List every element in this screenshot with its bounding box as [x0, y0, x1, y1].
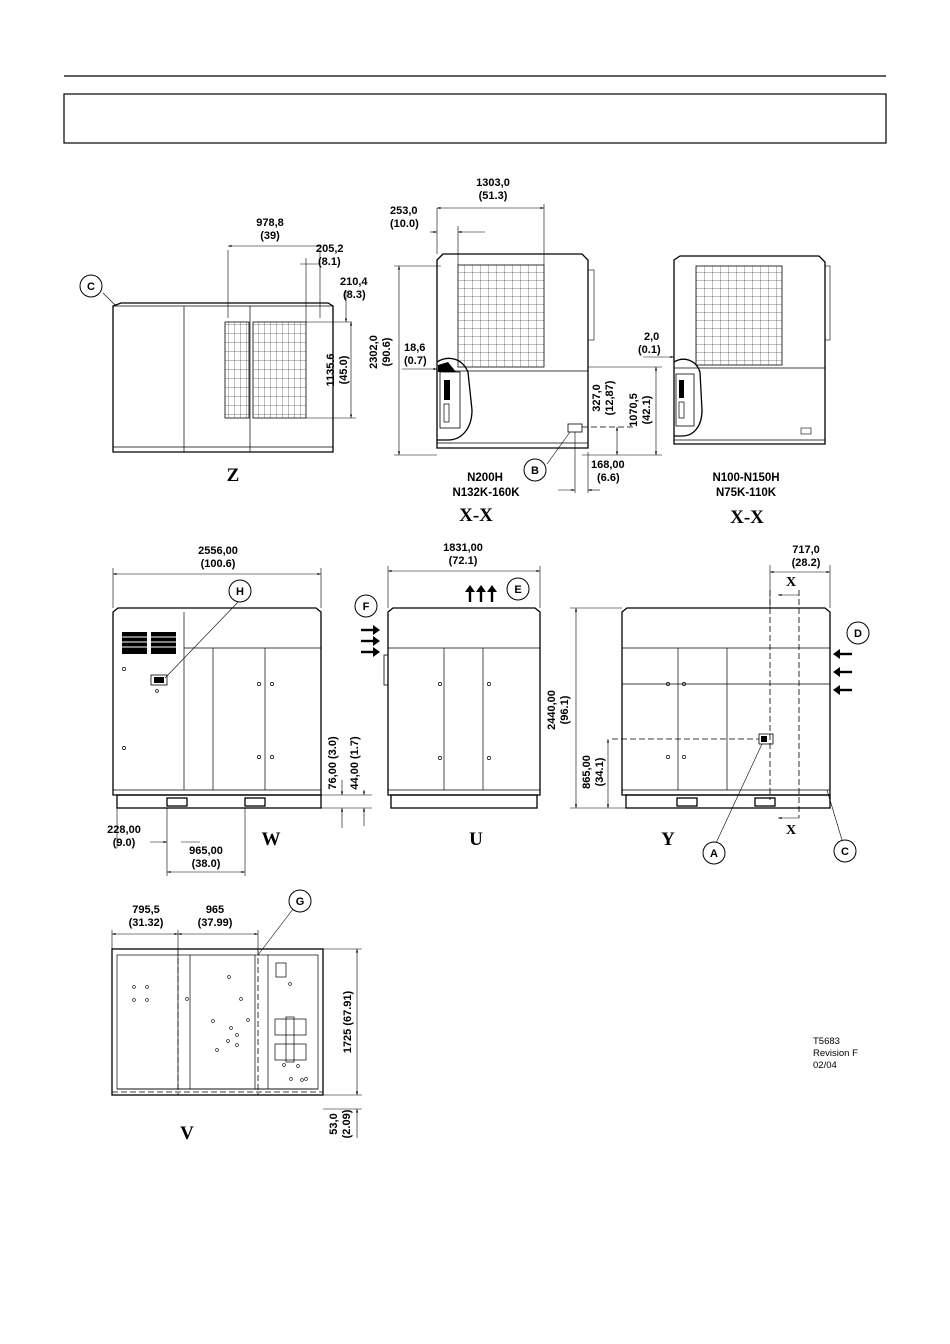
callout-a: A — [702, 841, 726, 865]
z-d1-label: 205,2 — [316, 243, 344, 255]
xx-height-inch-label: (90.6) — [381, 337, 393, 366]
y-h2-label: 865,00 — [581, 755, 593, 789]
xx-b3-label: 168,00 — [591, 459, 625, 471]
callout-h: H — [228, 579, 252, 603]
xx-width-label: 1303,0 — [476, 177, 510, 189]
xx-d-inch-label: (0.7) — [404, 355, 427, 367]
v-w2-label: 965 — [206, 904, 224, 916]
model-right-line2: N75K-110K — [716, 487, 777, 499]
v-w1-label: 795,5 — [132, 904, 160, 916]
v-height-label: 1725 (67.91) — [342, 990, 354, 1053]
v-w1-inch-label: (31.32) — [129, 917, 164, 929]
model-left-line2: N132K-160K — [452, 487, 520, 499]
svg-text:A: A — [710, 848, 718, 860]
note-date: 02/04 — [813, 1060, 837, 1071]
section-mark-top: X — [786, 575, 796, 590]
z-width-inch-label: (39) — [260, 230, 280, 242]
v-h2-label: 53,0 — [328, 1113, 340, 1134]
header-box — [63, 93, 887, 144]
callout-f: F — [354, 594, 378, 618]
view-v: 795,5 (31.32) 965 (37.99) 1725 (67.91) 5… — [111, 904, 362, 1144]
z-d1-inch-label: (8.1) — [318, 256, 341, 268]
svg-text:G: G — [296, 896, 305, 908]
view-z: 978,8 (39) 205,2 (8.1) 210,4 (8.3) 1135.… — [102, 217, 368, 486]
svg-text:E: E — [514, 584, 521, 596]
w-d1-label: 228,00 — [107, 824, 141, 836]
xx-offset-label: 253,0 — [390, 205, 418, 217]
callout-c-top: C — [79, 274, 103, 298]
xx-b2-inch-label: (42.1) — [641, 395, 653, 424]
view-w: 2556,00 (100.6) 76,00 (3.0) 44,00 (1.7) … — [107, 545, 372, 876]
xx-width-inch-label: (51.3) — [479, 190, 508, 202]
section-mark-bottom: X — [786, 823, 796, 838]
note-drawing-number: T5683 — [813, 1036, 840, 1047]
z-width-label: 978,8 — [256, 217, 284, 229]
view-label-xx-right: X-X — [730, 507, 764, 528]
xx-b3-inch-label: (6.6) — [597, 472, 620, 484]
v-h2-inch-label: (2.09) — [341, 1109, 353, 1138]
view-label-xx-left: X-X — [459, 505, 493, 526]
view-label-w: W — [262, 829, 281, 850]
xx-b1-label: 327,0 — [591, 384, 603, 412]
callout-b: B — [523, 458, 547, 482]
w-h2-label: 44,00 (1.7) — [349, 736, 361, 790]
revision-note: T5683 Revision F 02/04 — [813, 1036, 858, 1071]
callout-g: G — [288, 889, 312, 913]
view-label-y: Y — [661, 829, 675, 850]
w-d1-inch-label: (9.0) — [113, 837, 136, 849]
y-height-label: 2440,00 — [546, 690, 558, 730]
z-d2-inch-label: (8.3) — [343, 289, 366, 301]
z-height-inch-label: (45.0) — [338, 355, 350, 384]
model-left-line1: N200H — [467, 472, 503, 484]
w-width-label: 2556,00 — [198, 545, 238, 557]
note-revision: Revision F — [813, 1048, 858, 1059]
y-width-inch-label: (28.2) — [792, 557, 821, 569]
callout-d: D — [846, 621, 870, 645]
y-h2-inch-label: (34.1) — [594, 757, 606, 786]
v-w2-inch-label: (37.99) — [198, 917, 233, 929]
u-width-inch-label: (72.1) — [449, 555, 478, 567]
xx-offset-inch-label: (10.0) — [390, 218, 419, 230]
u-width-label: 1831,00 — [443, 542, 483, 554]
xx-b2-label: 1070,5 — [628, 393, 640, 427]
y-width-label: 717,0 — [792, 544, 820, 556]
xx-height-label: 2302,0 — [368, 335, 380, 369]
view-xx-n100: 2,0 (0.1) N100-N150H N75K-110K X-X — [638, 255, 831, 528]
view-label-v: V — [180, 1123, 194, 1144]
svg-text:C: C — [841, 846, 849, 858]
w-h1-label: 76,00 (3.0) — [327, 736, 339, 790]
xx2-d-inch-label: (0.1) — [638, 344, 661, 356]
svg-text:B: B — [531, 465, 539, 477]
w-width-inch-label: (100.6) — [201, 558, 236, 570]
z-height-label: 1135.6 — [325, 353, 337, 386]
callout-e: E — [506, 577, 530, 601]
view-xx-n200h: 1303,0 (51.3) 253,0 (10.0) 2302,0 (90.6)… — [368, 177, 662, 526]
svg-text:F: F — [363, 601, 370, 613]
view-label-u: U — [469, 829, 483, 850]
svg-text:H: H — [236, 586, 244, 598]
y-height-inch-label: (96.1) — [559, 695, 571, 724]
view-u: 1831,00 (72.1) U — [361, 542, 541, 850]
svg-text:C: C — [87, 281, 95, 293]
callout-c-bottom: C — [833, 839, 857, 863]
view-label-z: Z — [227, 465, 240, 486]
xx-d-label: 18,6 — [404, 342, 425, 354]
svg-text:D: D — [854, 628, 862, 640]
w-d2-label: 965,00 — [189, 845, 223, 857]
xx2-d-label: 2,0 — [644, 331, 659, 343]
z-d2-label: 210,4 — [340, 276, 368, 288]
model-right-line1: N100-N150H — [712, 472, 779, 484]
w-d2-inch-label: (38.0) — [192, 858, 221, 870]
view-y: X X 717,0 (28.2) 2440,00 (96.1) 865,00 (… — [546, 544, 852, 850]
xx-b1-inch-label: (12,87) — [604, 380, 616, 415]
